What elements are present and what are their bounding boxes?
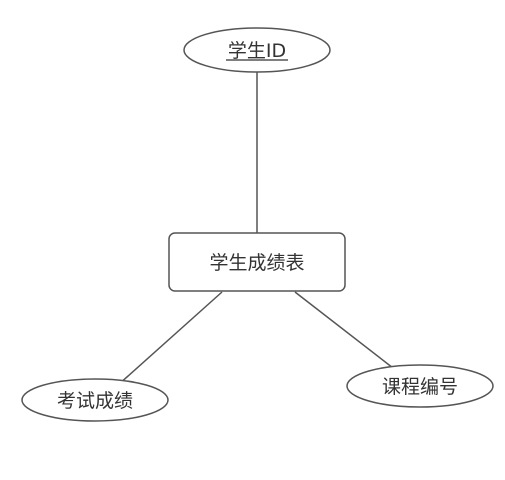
entity-label: 学生成绩表 xyxy=(209,252,304,274)
attribute-exam-score[interactable]: 考试成绩 xyxy=(21,378,169,422)
connector-entity-course-number xyxy=(294,291,394,369)
attribute-label-exam-score: 考试成绩 xyxy=(57,390,133,412)
attribute-ellipse-student-id xyxy=(183,27,331,73)
attribute-label-student-id: 学生ID xyxy=(228,40,286,62)
attribute-label-course-number: 课程编号 xyxy=(382,376,458,398)
attribute-course-number[interactable]: 课程编号 xyxy=(346,364,494,408)
attribute-ellipse-exam-score xyxy=(21,378,169,422)
entity-student-grades-table[interactable]: 学生成绩表 xyxy=(168,232,346,292)
attribute-ellipse-course-number xyxy=(346,364,494,408)
attribute-student-id[interactable]: 学生ID xyxy=(183,27,331,73)
connector-entity-exam-score xyxy=(117,291,223,386)
entity-box xyxy=(168,232,346,292)
